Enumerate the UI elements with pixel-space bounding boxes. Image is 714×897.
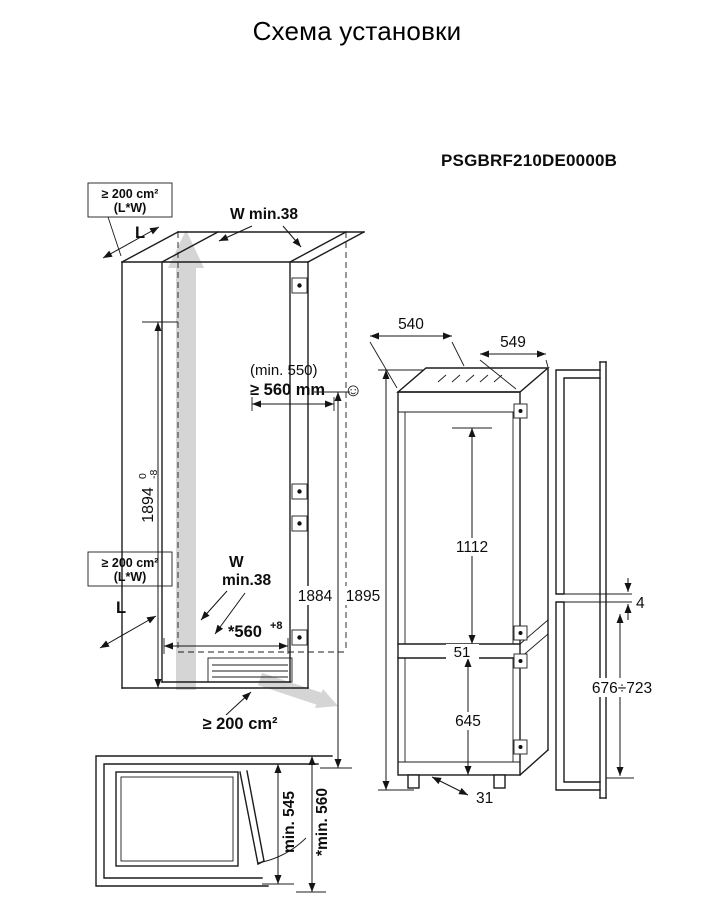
niche-depth-recommended-label: ≥ 560 mm — [250, 381, 325, 399]
niche-width-tolerance: +8 — [270, 620, 283, 632]
height-1895-value: 1895 — [346, 588, 380, 605]
vent-area-mid-box: ≥ 200 cm² (L*W) — [87, 551, 173, 587]
appliance-feet — [407, 774, 506, 789]
appliance-top-vents — [437, 374, 503, 383]
vent-area-top-line1: ≥ 200 cm² — [102, 187, 159, 201]
plan-view-detail: min. 545 *min. 560 — [95, 755, 333, 893]
appliance — [396, 367, 550, 789]
niche-hinge-marks — [291, 277, 308, 646]
vent-area-mid-line1: ≥ 200 cm² — [102, 556, 159, 570]
vent-area-bottom-label: ≥ 200 cm² — [202, 715, 278, 733]
height-645-value: 645 — [455, 713, 481, 730]
niche-cabinet — [121, 231, 365, 689]
height-1884-value: 1884 — [298, 588, 333, 605]
door-range-value: 676÷723 — [592, 680, 652, 697]
depth-540-value: 540 — [398, 316, 424, 333]
vent-area-mid-line2: (L*W) — [114, 570, 147, 584]
smiley-icon: ☺ — [344, 380, 362, 400]
niche-height-dimension: 1894 0 -8 — [137, 470, 160, 523]
wall-thickness-mid-label-min: min.38 — [222, 572, 271, 589]
vent-area-top-box: ≥ 200 cm² (L*W) — [87, 182, 173, 257]
wall-thickness-top-label: W min.38 — [230, 206, 298, 223]
dimension-labels: PSGBRF210DE0000B 540 549 1884 1895 1112 … — [294, 151, 668, 807]
niche-depth-min-label: (min. 550) — [250, 362, 318, 379]
wall-thickness-mid-label-w: W — [229, 554, 244, 571]
airflow-up-arrow — [168, 230, 204, 690]
niche-height-tolerance-upper: 0 — [137, 473, 149, 479]
plan-depth-560-label: *min. 560 — [314, 788, 331, 856]
appliance-hinges — [513, 403, 528, 755]
niche-width-value: *560 — [228, 623, 262, 641]
appliance-dimensions — [312, 332, 549, 796]
gap-51-value: 51 — [454, 644, 471, 661]
page-title: Схема установки — [252, 16, 462, 46]
door-panel-detail — [555, 361, 634, 799]
plan-depth-545-label: min. 545 — [281, 791, 298, 853]
height-1112-value: 1112 — [456, 539, 488, 556]
feet-31-value: 31 — [476, 790, 493, 807]
l-dimension-bottom: L — [116, 599, 126, 617]
niche-dimensions: ≥ 200 cm² (L*W) L W min.38 (min. 550) ≥ … — [87, 182, 362, 733]
niche-height-value: 1894 — [140, 487, 157, 523]
depth-549-value: 549 — [500, 334, 526, 351]
niche-height-tolerance-lower: -8 — [148, 470, 160, 479]
gap-4-value: 4 — [636, 595, 645, 612]
vent-area-top-line2: (L*W) — [114, 201, 147, 215]
plinth-vent-grille — [207, 657, 293, 683]
airflow-base-arrow — [257, 672, 338, 708]
model-number: PSGBRF210DE0000B — [441, 151, 617, 170]
open-door — [239, 770, 307, 865]
